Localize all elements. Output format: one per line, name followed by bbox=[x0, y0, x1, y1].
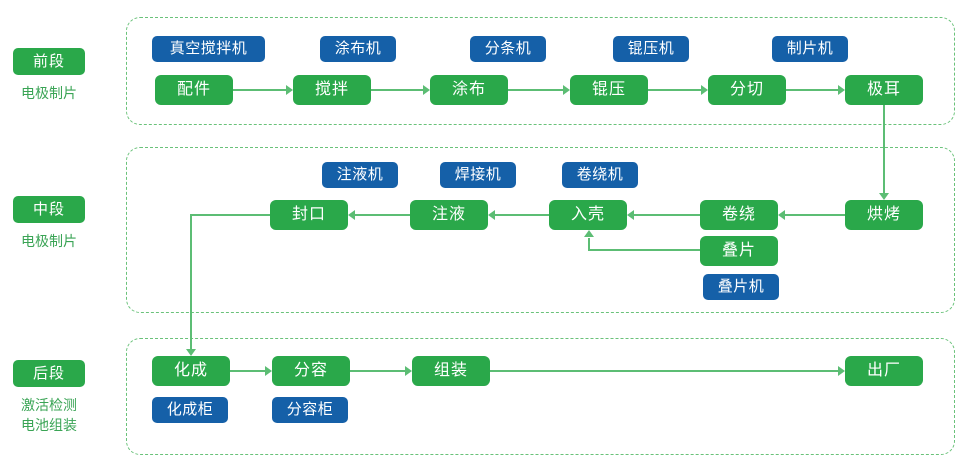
edge-fengkou-to-huacheng-vertical bbox=[190, 214, 192, 352]
node-huacheng[interactable]: 化成 bbox=[152, 356, 230, 386]
tag-grading-cabinet[interactable]: 分容柜 bbox=[272, 397, 348, 423]
stage-sub-front: 电极制片 bbox=[21, 85, 77, 101]
stage-sub-back-line1: 激活检测 bbox=[21, 397, 77, 413]
node-ruke[interactable]: 入壳 bbox=[549, 200, 627, 230]
edge-hongkao-juanrao bbox=[785, 214, 845, 216]
edge-huacheng-fenrong bbox=[230, 370, 265, 372]
tag-welder[interactable]: 焊接机 bbox=[440, 162, 516, 188]
arrowhead-juanrao bbox=[778, 210, 785, 220]
node-tubu[interactable]: 涂布 bbox=[430, 75, 508, 105]
tag-formation-cabinet[interactable]: 化成柜 bbox=[152, 397, 228, 423]
tag-vacuum-mixer[interactable]: 真空搅拌机 bbox=[152, 36, 265, 62]
stage-panel-back bbox=[126, 338, 955, 455]
node-zhuye[interactable]: 注液 bbox=[410, 200, 488, 230]
stage-sub-back-line2: 电池组装 bbox=[21, 417, 77, 433]
edge-zhuye-fengkou bbox=[355, 214, 410, 216]
node-gunya[interactable]: 锟压 bbox=[570, 75, 648, 105]
arrowhead-zhuye bbox=[488, 210, 495, 220]
edge-jiaoban-tubu bbox=[371, 89, 423, 91]
node-jier[interactable]: 极耳 bbox=[845, 75, 923, 105]
edge-fenqie-jier bbox=[786, 89, 838, 91]
arrowhead-gunya bbox=[563, 85, 570, 95]
node-hongkao[interactable]: 烘烤 bbox=[845, 200, 923, 230]
edge-tubu-gunya bbox=[508, 89, 563, 91]
edge-diepian-branch-vertical bbox=[588, 238, 590, 251]
arrowhead-huacheng bbox=[186, 349, 196, 356]
tag-coater[interactable]: 涂布机 bbox=[320, 36, 396, 62]
edge-fengkou-to-huacheng-horizontal bbox=[190, 214, 270, 216]
stage-badge-back: 后段 bbox=[13, 360, 85, 387]
stage-panel-front bbox=[126, 17, 955, 125]
edge-fenrong-zuzhuang bbox=[350, 370, 405, 372]
node-diepian[interactable]: 叠片 bbox=[700, 236, 778, 266]
node-chuchang[interactable]: 出厂 bbox=[845, 356, 923, 386]
tag-electrolyte-filler[interactable]: 注液机 bbox=[322, 162, 398, 188]
node-fenrong[interactable]: 分容 bbox=[272, 356, 350, 386]
stage-badge-front: 前段 bbox=[13, 48, 85, 75]
arrowhead-zuzhuang bbox=[405, 366, 412, 376]
edge-gunya-fenqie bbox=[648, 89, 701, 91]
arrowhead-tubu bbox=[423, 85, 430, 95]
stage-sub-middle: 电极制片 bbox=[21, 233, 77, 249]
edge-zuzhuang-chuchang bbox=[490, 370, 838, 372]
node-fenqie[interactable]: 分切 bbox=[708, 75, 786, 105]
tag-roller-press[interactable]: 锟压机 bbox=[613, 36, 689, 62]
arrowhead-jier bbox=[838, 85, 845, 95]
arrowhead-jiaoban bbox=[286, 85, 293, 95]
arrowhead-hongkao bbox=[879, 193, 889, 200]
edge-ruke-zhuye bbox=[495, 214, 549, 216]
node-peijian[interactable]: 配件 bbox=[155, 75, 233, 105]
node-juanrao[interactable]: 卷绕 bbox=[700, 200, 778, 230]
tag-slitter[interactable]: 分条机 bbox=[470, 36, 546, 62]
tag-tab-machine[interactable]: 制片机 bbox=[772, 36, 848, 62]
arrowhead-ruke-from-diepian bbox=[584, 230, 594, 237]
arrowhead-fengkou bbox=[348, 210, 355, 220]
edge-peijian-jiaoban bbox=[233, 89, 286, 91]
tag-stacker[interactable]: 叠片机 bbox=[703, 274, 779, 300]
arrowhead-ruke bbox=[627, 210, 634, 220]
node-zuzhuang[interactable]: 组装 bbox=[412, 356, 490, 386]
node-jiaoban[interactable]: 搅拌 bbox=[293, 75, 371, 105]
stage-panel-middle bbox=[126, 147, 955, 313]
edge-jier-hongkao bbox=[883, 105, 885, 195]
arrowhead-fenrong bbox=[265, 366, 272, 376]
edge-juanrao-ruke bbox=[634, 214, 700, 216]
edge-diepian-branch-horizontal bbox=[588, 249, 700, 251]
stage-badge-middle: 中段 bbox=[13, 196, 85, 223]
arrowhead-chuchang bbox=[838, 366, 845, 376]
arrowhead-fenqie bbox=[701, 85, 708, 95]
node-fengkou[interactable]: 封口 bbox=[270, 200, 348, 230]
tag-winder[interactable]: 卷绕机 bbox=[562, 162, 638, 188]
